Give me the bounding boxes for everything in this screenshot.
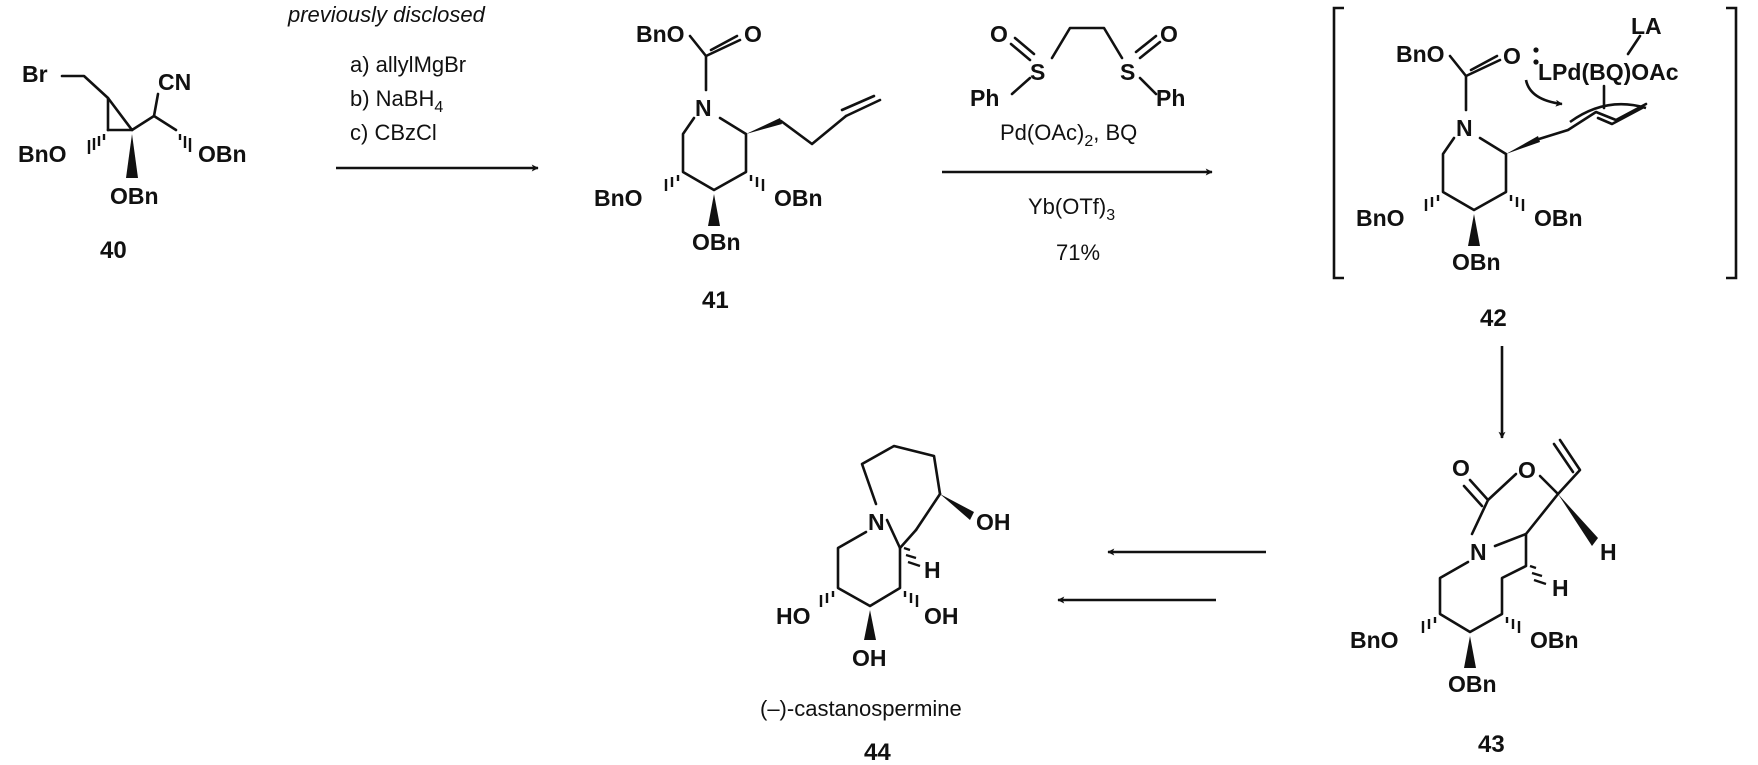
step-note: previously disclosed — [287, 2, 486, 27]
hash-bond — [819, 591, 835, 607]
hash-bond — [1505, 617, 1521, 633]
hash-bond — [903, 591, 919, 607]
n-label: N — [1456, 115, 1473, 141]
right-bracket — [1726, 6, 1738, 280]
wedge-bond — [940, 494, 974, 520]
obn-label: OBn — [110, 183, 159, 209]
left-bracket — [1332, 6, 1344, 280]
bno-label: BnO — [18, 141, 67, 167]
sulfoxide-ligand: O S S O Ph Ph — [970, 21, 1185, 111]
cn-label: CN — [158, 69, 191, 95]
compound-number: 42 — [1480, 305, 1507, 332]
oh-label: OH — [924, 603, 959, 629]
carbonyl-o-label: O — [1503, 43, 1521, 69]
hash-bond — [664, 175, 680, 191]
ph-label: Ph — [970, 85, 999, 111]
oh-label: OH — [852, 645, 887, 671]
catalyst-subscript: 2 — [1084, 133, 1093, 150]
hash-bond — [903, 546, 921, 568]
obn-label: OBn — [692, 229, 741, 255]
wedge-bond — [1468, 214, 1480, 246]
hash-bond — [1529, 564, 1547, 586]
ring-o-label: O — [1518, 457, 1536, 483]
pd-complex-label: LPd(BQ)OAc — [1538, 59, 1679, 85]
reagent-b-subscript: 4 — [434, 99, 443, 116]
la-label: LA — [1631, 13, 1662, 39]
n-label: N — [695, 95, 712, 121]
reaction-arrow-2: O S S O Ph Ph Pd(OAc)2, BQ Yb(OTf)3 71% — [942, 21, 1213, 265]
h-label: H — [1600, 539, 1617, 565]
compound-40: Br CN BnO OBn OBn 40 — [18, 61, 247, 264]
o-label: O — [990, 21, 1008, 47]
bno-label: BnO — [594, 185, 643, 211]
wedge-bond — [1464, 636, 1476, 668]
bno-label: BnO — [636, 21, 685, 47]
ph-label: Ph — [1156, 85, 1185, 111]
wedge-bond — [864, 610, 876, 640]
compound-number: 40 — [100, 237, 127, 264]
br-label: Br — [22, 61, 48, 87]
catalyst-text: Pd(OAc) — [1000, 120, 1084, 145]
compound-42: BnO O LA LPd(BQ)OAc N BnO OBn — [1332, 6, 1738, 332]
obn-label: OBn — [198, 141, 247, 167]
reagent-b: b) NaBH4 — [350, 86, 443, 116]
wedge-bond — [1506, 136, 1540, 154]
bno-label: BnO — [1396, 41, 1445, 67]
reaction-arrow-1: previously disclosed a) allylMgBr b) NaB… — [287, 2, 539, 172]
compound-number: 44 — [864, 739, 891, 765]
obn-label: OBn — [1452, 249, 1501, 275]
wedge-bond — [1558, 494, 1598, 546]
obn-label: OBn — [1448, 671, 1497, 697]
wedge-bond — [708, 194, 720, 226]
compound-number: 41 — [702, 287, 729, 314]
hash-bond — [178, 134, 192, 152]
bno-label: BnO — [1356, 205, 1405, 231]
hash-bond — [1509, 195, 1525, 211]
n-label: N — [868, 509, 885, 535]
n-label: N — [1470, 539, 1487, 565]
yield-label: 71% — [1056, 240, 1100, 265]
obn-label: OBn — [774, 185, 823, 211]
obn-label: OBn — [1530, 627, 1579, 653]
multistep-arrow — [1057, 548, 1266, 604]
hash-bond — [87, 134, 106, 154]
lewis-acid-label: Yb(OTf)3 — [1028, 194, 1115, 224]
obn-label: OBn — [1534, 205, 1583, 231]
compound-43: O O N H H BnO OBn OBn — [1350, 438, 1617, 758]
compound-name: (–)-castanospermine — [760, 696, 962, 721]
reagent-a: a) allylMgBr — [350, 52, 466, 77]
catalyst-label: Pd(OAc)2, BQ — [1000, 120, 1137, 150]
curved-arrow — [1524, 79, 1563, 107]
o-label: O — [1160, 21, 1178, 47]
reagent-b-text: b) NaBH — [350, 86, 434, 111]
carbonyl-o-label: O — [744, 21, 762, 47]
bno-label: BnO — [1350, 627, 1399, 653]
compound-44: N OH H HO OH OH (–)-castanospermine 44 — [760, 444, 1011, 765]
hash-bond — [1424, 195, 1440, 211]
lewis-acid-text: Yb(OTf) — [1028, 194, 1106, 219]
compound-number: 43 — [1478, 731, 1505, 758]
s-label: S — [1120, 59, 1135, 85]
s-label: S — [1030, 59, 1045, 85]
hash-bond — [1421, 617, 1437, 633]
lewis-acid-subscript: 3 — [1106, 207, 1115, 224]
compound-41: BnO O N BnO OBn OBn 41 — [594, 21, 882, 314]
oh-label: OH — [976, 509, 1011, 535]
carbonyl-o-label: O — [1452, 455, 1470, 481]
allyl-arc — [1569, 102, 1647, 124]
h-label: H — [1552, 575, 1569, 601]
h-label: H — [924, 557, 941, 583]
catalyst-tail: , BQ — [1093, 120, 1137, 145]
wedge-bond — [746, 118, 782, 134]
reagent-c: c) CBzCl — [350, 120, 437, 145]
wedge-bond — [126, 134, 138, 178]
ho-label: HO — [776, 603, 811, 629]
hash-bond — [749, 175, 765, 191]
